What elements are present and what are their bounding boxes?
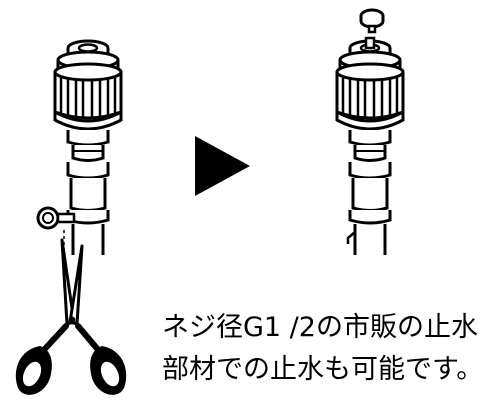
caption-line-1: ネジ径G1 /2の市販の止水 <box>162 312 478 343</box>
faucet-with-cap-icon <box>36 39 123 288</box>
caption-line-2: 部材での止水も可能です。 <box>162 354 484 385</box>
faucet-cap-removed-icon <box>335 36 405 257</box>
removed-cap-icon <box>359 8 385 34</box>
right-arrow-icon <box>195 136 250 196</box>
scissors-icon <box>15 238 127 395</box>
